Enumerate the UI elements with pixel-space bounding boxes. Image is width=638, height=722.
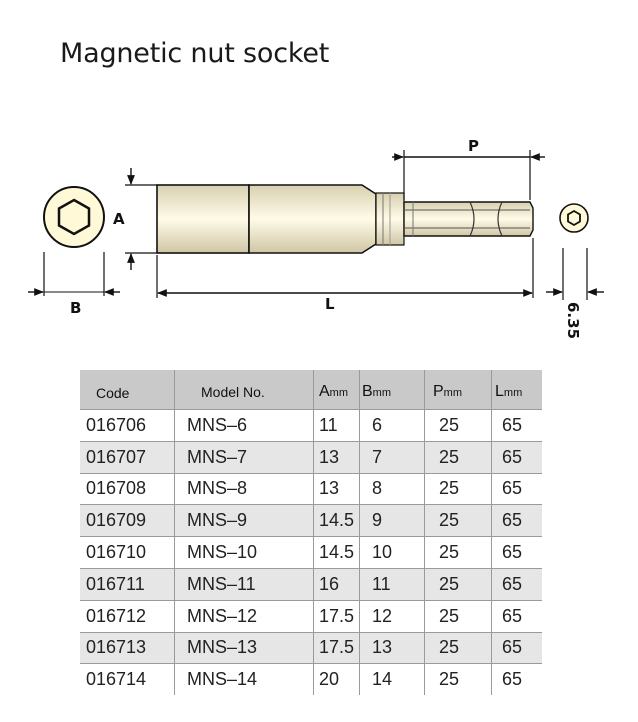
page-title: Magnetic nut socket <box>60 38 330 69</box>
dimension-hex: 6.35 <box>546 248 604 339</box>
cell-p: 25 <box>424 504 492 537</box>
cell-model: MNS–14 <box>174 663 314 696</box>
table-row: 016714 MNS–14 20 14 25 65 <box>80 663 542 696</box>
cell-l: 65 <box>491 599 542 633</box>
table-row: 016711 MNS–11 16 11 25 65 <box>80 567 542 601</box>
header-p-letter: P <box>433 382 444 400</box>
cell-a: 14.5 <box>313 536 360 569</box>
cell-a: 13 <box>313 440 360 474</box>
cell-model: MNS–12 <box>174 599 314 633</box>
header-b-letter: B <box>362 382 373 400</box>
cell-b: 10 <box>359 536 425 569</box>
header-b: Bmm <box>359 370 425 410</box>
cell-a: 17.5 <box>313 599 360 633</box>
cell-code: 016710 <box>80 536 175 569</box>
cell-code: 016713 <box>80 631 175 664</box>
shank-end-view <box>559 203 589 233</box>
cell-a: 16 <box>313 567 360 601</box>
table-row: 016709 MNS–9 14.5 9 25 65 <box>80 504 542 537</box>
dim-p-label: P <box>468 137 479 155</box>
cell-p: 25 <box>424 472 492 505</box>
dim-b-label: B <box>70 299 81 317</box>
cell-l: 65 <box>491 440 542 474</box>
hex-shank <box>403 201 534 237</box>
header-l-unit: mm <box>503 386 523 399</box>
dimension-b: B <box>28 252 120 317</box>
table-row: 016712 MNS–12 17.5 12 25 65 <box>80 599 542 633</box>
cell-p: 25 <box>424 536 492 569</box>
header-p: Pmm <box>424 370 492 410</box>
socket-end-view <box>43 186 105 248</box>
header-l: Lmm <box>491 370 542 410</box>
cell-l: 65 <box>491 536 542 569</box>
cell-b: 11 <box>359 567 425 601</box>
cell-p: 25 <box>424 631 492 664</box>
cell-l: 65 <box>491 631 542 664</box>
cell-model: MNS–6 <box>174 409 314 442</box>
cell-p: 25 <box>424 567 492 601</box>
table-row: 016708 MNS–8 13 8 25 65 <box>80 472 542 505</box>
socket-body <box>156 184 405 254</box>
cell-code: 016712 <box>80 599 175 633</box>
cell-l: 65 <box>491 567 542 601</box>
cell-code: 016709 <box>80 504 175 537</box>
cell-model: MNS–10 <box>174 536 314 569</box>
dim-hex-label: 6.35 <box>564 302 582 339</box>
cell-model: MNS–11 <box>174 567 314 601</box>
dim-a-label: A <box>113 210 125 228</box>
cell-code: 016706 <box>80 409 175 442</box>
cell-code: 016711 <box>80 567 175 601</box>
dimension-a: A <box>113 168 157 270</box>
cell-b: 14 <box>359 663 425 696</box>
header-model: Model No. <box>174 370 314 410</box>
table-row: 016713 MNS–13 17.5 13 25 65 <box>80 631 542 664</box>
cell-l: 65 <box>491 409 542 442</box>
cell-code: 016707 <box>80 440 175 474</box>
header-a-letter: A <box>319 382 330 400</box>
cell-p: 25 <box>424 599 492 633</box>
header-b-unit: mm <box>372 386 391 399</box>
cell-b: 7 <box>359 440 425 474</box>
cell-b: 9 <box>359 504 425 537</box>
spec-table: Code Model No. Amm Bmm Pmm Lmm 016706 MN… <box>80 370 542 696</box>
table-row: 016710 MNS–10 14.5 10 25 65 <box>80 536 542 569</box>
cell-model: MNS–13 <box>174 631 314 664</box>
cell-a: 14.5 <box>313 504 360 537</box>
cell-p: 25 <box>424 409 492 442</box>
cell-b: 12 <box>359 599 425 633</box>
dimension-l: L <box>156 238 534 313</box>
cell-code: 016714 <box>80 663 175 696</box>
cell-model: MNS–8 <box>174 472 314 505</box>
header-a-unit: mm <box>329 386 348 399</box>
header-p-unit: mm <box>443 386 462 399</box>
socket-diagram: A B L P 6.35 <box>28 137 604 339</box>
cell-l: 65 <box>491 663 542 696</box>
table-row: 016706 MNS–6 11 6 25 65 <box>80 409 542 442</box>
cell-code: 016708 <box>80 472 175 505</box>
dimension-p: P <box>392 137 545 200</box>
header-code: Code <box>80 370 175 410</box>
cell-p: 25 <box>424 440 492 474</box>
table-header-row: Code Model No. Amm Bmm Pmm Lmm <box>80 370 542 410</box>
cell-l: 65 <box>491 472 542 505</box>
cell-b: 8 <box>359 472 425 505</box>
table-row: 016707 MNS–7 13 7 25 65 <box>80 440 542 474</box>
header-l-letter: L <box>495 382 504 400</box>
cell-model: MNS–9 <box>174 504 314 537</box>
cell-p: 25 <box>424 663 492 696</box>
cell-model: MNS–7 <box>174 440 314 474</box>
cell-a: 11 <box>313 409 360 442</box>
cell-b: 6 <box>359 409 425 442</box>
cell-a: 17.5 <box>313 631 360 664</box>
cell-a: 13 <box>313 472 360 505</box>
cell-a: 20 <box>313 663 360 696</box>
cell-l: 65 <box>491 504 542 537</box>
cell-b: 13 <box>359 631 425 664</box>
dim-l-label: L <box>325 295 335 313</box>
header-a: Amm <box>313 370 360 410</box>
